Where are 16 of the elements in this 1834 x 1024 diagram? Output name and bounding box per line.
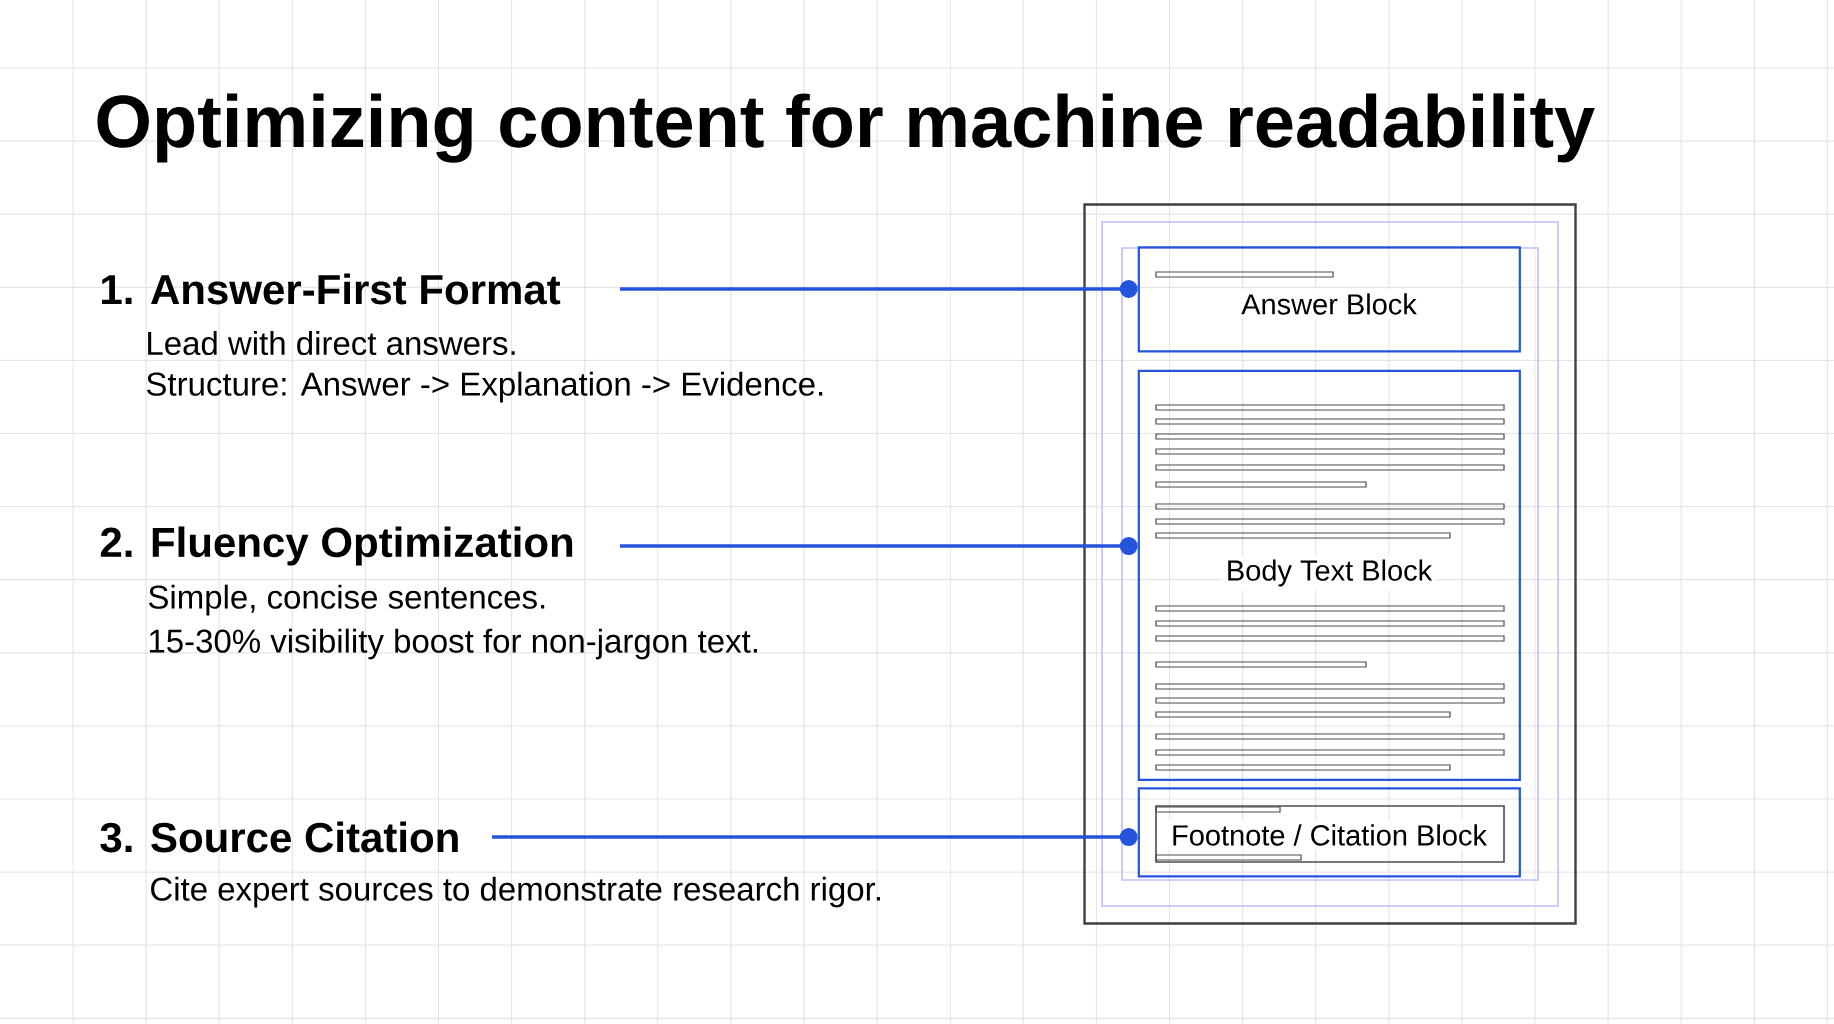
- item-heading: 2. Fluency Optimization: [100, 526, 573, 566]
- content-block: Body Text Block: [1137, 369, 1521, 781]
- item-description: Simple, concise sentences.: [148, 584, 545, 616]
- item-heading: 1. Answer-First Format: [102, 273, 561, 305]
- item-description: Structure: Answer -> Explanation -> Evidence.: [146, 371, 823, 403]
- item-description: Cite expert sources to demonstrate research rigor.: [151, 876, 880, 908]
- leader-line: [492, 828, 1138, 846]
- item-description: Lead with direct answers.: [148, 330, 515, 356]
- page-outline: [1083, 203, 1577, 925]
- content-block: Footnote / Citation Block: [1137, 787, 1521, 878]
- leader-line: [620, 280, 1138, 298]
- item-description: 15-30% visibility boost for non-jargon text.: [149, 628, 757, 660]
- title: Optimizing content for machine readability: [97, 93, 1595, 163]
- item-heading: 3. Source Citation: [100, 821, 458, 853]
- leader-line: [620, 537, 1138, 555]
- content-block: Answer Block: [1137, 246, 1521, 353]
